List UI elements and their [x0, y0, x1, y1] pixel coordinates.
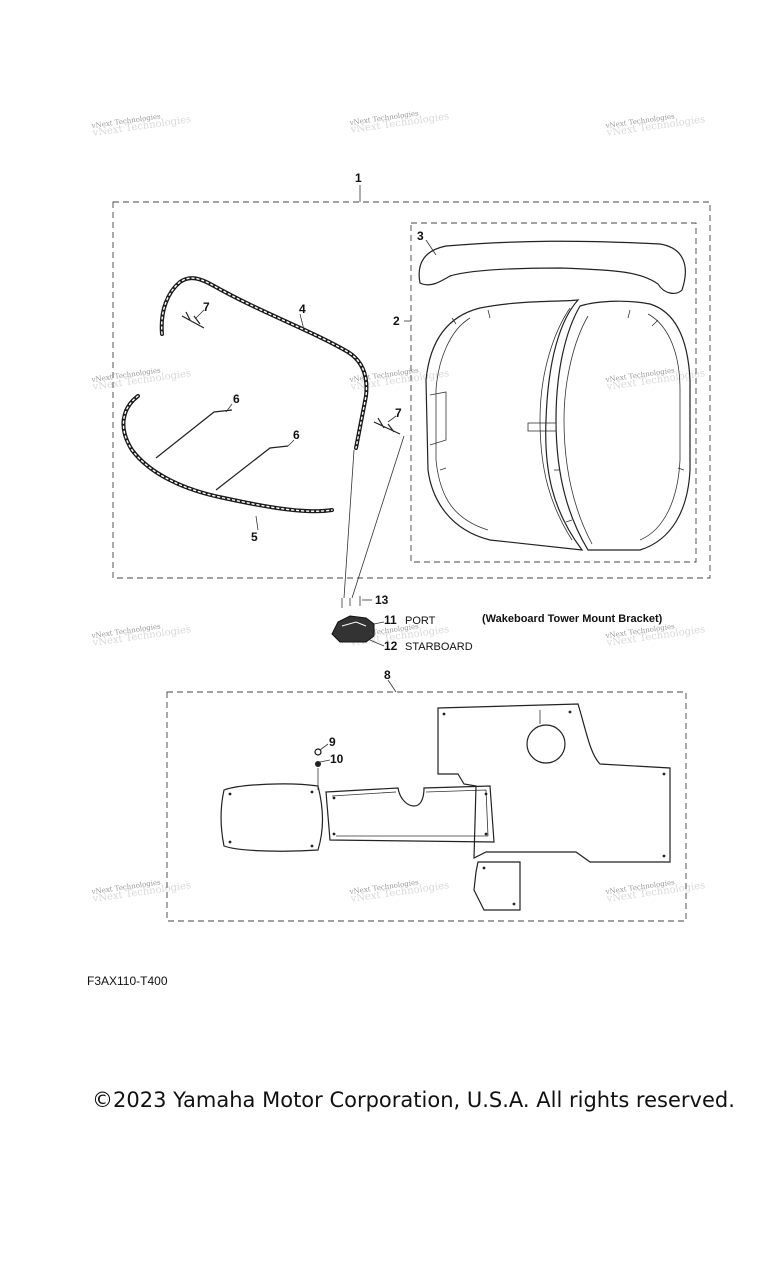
- callout-1: 1: [355, 171, 362, 185]
- copyright-notice: ©2023 Yamaha Motor Corporation, U.S.A. A…: [92, 1088, 735, 1112]
- callout-7a: 7: [203, 300, 210, 314]
- diagram-code: F3AX110-T400: [87, 974, 168, 988]
- callout-5: 5: [251, 530, 258, 544]
- callout-12: 12: [384, 639, 398, 653]
- callout-8: 8: [384, 668, 391, 682]
- callout-13: 13: [375, 593, 389, 607]
- mount-bracket: 13 11 PORT 12 STARBOARD (Wakeboard Tower…: [331, 593, 663, 653]
- assembly-1-box: 1: [112, 171, 711, 579]
- part-3-top-pad: 3: [417, 229, 686, 294]
- callout-11: 11: [384, 613, 397, 627]
- callout-7b: 7: [395, 406, 402, 420]
- assembly-leaders: [343, 435, 405, 599]
- part-7-brackets: 7 7: [181, 300, 402, 435]
- callout-10: 10: [330, 752, 344, 766]
- part-2-canopy: [425, 299, 691, 551]
- callout-2: 2: [393, 314, 400, 328]
- part-6-braces: 6 6: [155, 392, 300, 491]
- label-port: PORT: [405, 615, 436, 627]
- callout-3: 3: [417, 229, 424, 243]
- label-starboard: STARBOARD: [405, 641, 473, 653]
- callout-4: 4: [299, 302, 306, 316]
- callout-9: 9: [329, 735, 336, 749]
- part-4-upper-frame: 4: [159, 276, 369, 450]
- part-9-10-fasteners: 9 10: [314, 735, 344, 790]
- callout-6b: 6: [293, 428, 300, 442]
- part-8-mats: [220, 703, 671, 911]
- assembly-2-box: 2: [393, 222, 697, 563]
- assembly-8-box: 8: [166, 668, 687, 922]
- callout-6a: 6: [233, 392, 240, 406]
- note-bracket: (Wakeboard Tower Mount Bracket): [482, 613, 663, 625]
- part-5-lower-frame: 5: [121, 394, 334, 544]
